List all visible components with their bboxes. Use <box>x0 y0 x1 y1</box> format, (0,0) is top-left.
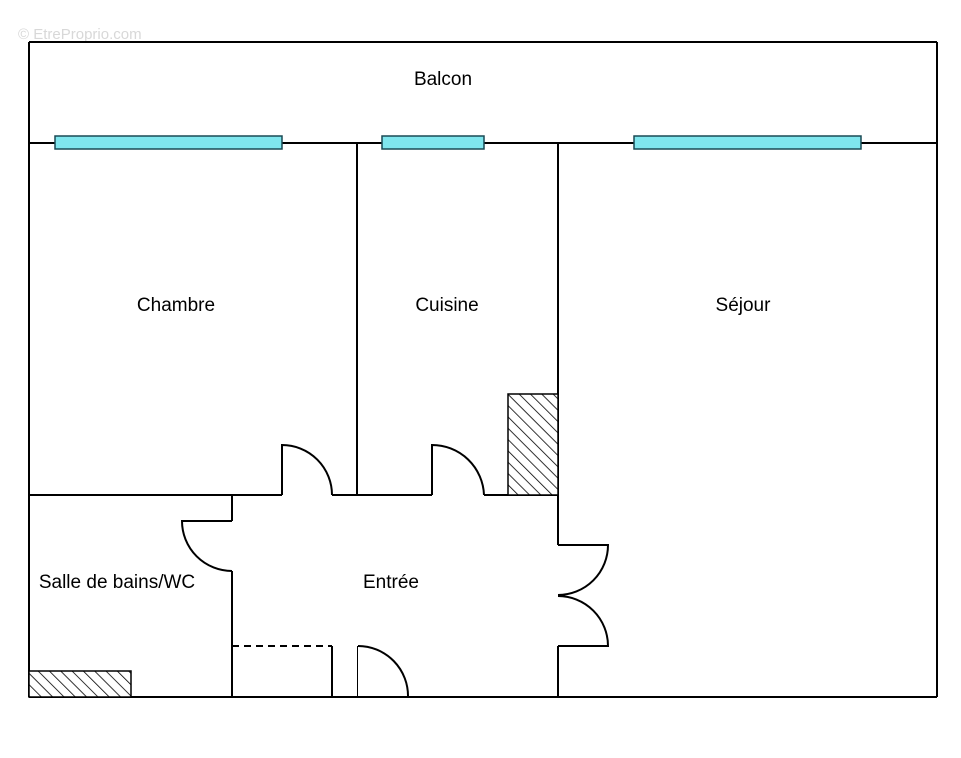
interior-walls <box>29 143 559 697</box>
door-salle-de-bains <box>180 520 233 572</box>
room-label-cuisine: Cuisine <box>415 295 478 316</box>
hatched-bathtub <box>28 670 132 698</box>
window-cuisine <box>381 135 485 150</box>
door-sejour-top <box>557 544 610 596</box>
room-label-entree: Entrée <box>363 572 419 593</box>
door-entree <box>357 645 410 698</box>
watermark: © EtreProprio.com <box>18 26 142 43</box>
door-cuisine <box>431 443 485 496</box>
room-label-sejour: Séjour <box>716 295 772 316</box>
window-chambre <box>54 135 283 150</box>
door-chambre <box>281 443 333 496</box>
hatched-duct-cuisine <box>507 393 559 496</box>
room-label-salle-de-bains: Salle de bains/WC <box>39 572 195 593</box>
door-sejour-bottom <box>557 595 610 647</box>
room-label-chambre: Chambre <box>137 295 215 316</box>
doors <box>180 443 610 698</box>
room-label-balcon: Balcon <box>414 69 472 90</box>
window-sejour <box>633 135 862 150</box>
